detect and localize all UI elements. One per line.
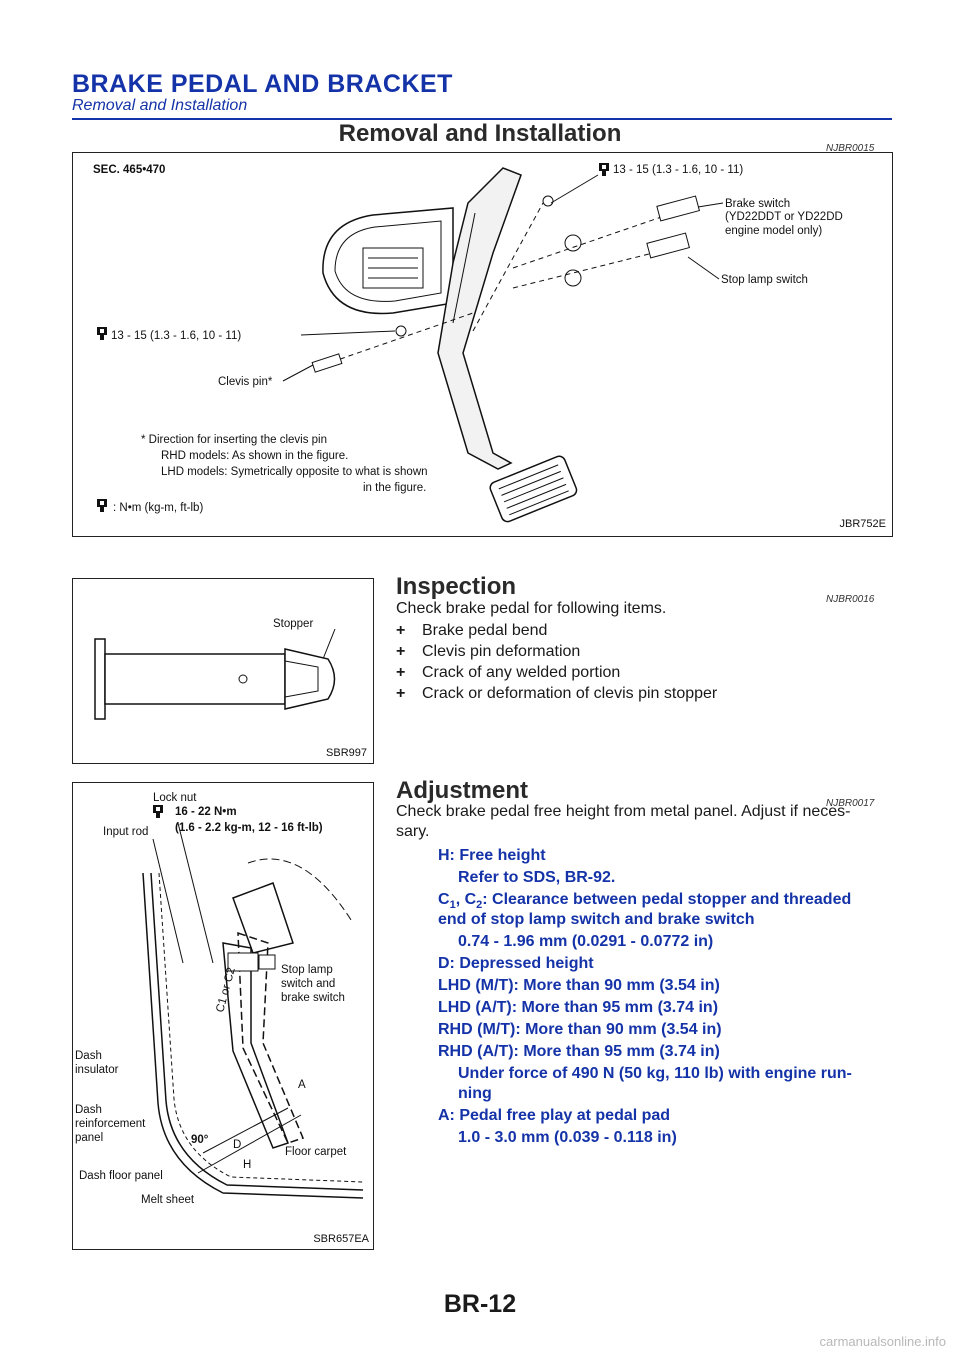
brake-switch-label-3: engine model only): [725, 225, 822, 237]
lock-nut-label: Lock nut: [153, 792, 197, 804]
depressed-row: RHD (M/T): More than 90 mm (3.54 in): [438, 1021, 722, 1038]
stop-lamp-label-1: Stop lamp: [281, 964, 333, 976]
inspection-intro: Check brake pedal for following items.: [396, 600, 667, 617]
torque-icon: [97, 327, 107, 340]
figure-caption: SBR657EA: [313, 1233, 369, 1245]
figure-caption: JBR752E: [839, 518, 886, 530]
removal-code: NJBR0015: [826, 143, 875, 154]
depressed-note-2: ning: [458, 1085, 492, 1102]
stopper-label: Stopper: [273, 618, 313, 630]
adjustment-figure: Lock nut 16 - 22 N•m (1.6 - 2.2 kg-m, 12…: [72, 782, 374, 1250]
depressed-height-label: D: Depressed height: [438, 955, 594, 972]
header-rule: [72, 118, 892, 120]
c1c2-label: C1 or C2: [214, 966, 238, 1014]
torque-left: 13 - 15 (1.3 - 1.6, 10 - 11): [111, 330, 241, 342]
brake-switch-label-2: (YD22DDT or YD22DD: [725, 211, 843, 223]
torque-icon: [97, 499, 107, 512]
a-label: A: [298, 1079, 306, 1091]
melt-sheet-label: Melt sheet: [141, 1194, 195, 1206]
dash-insulator-2: insulator: [75, 1064, 119, 1076]
clearance-label-1: C1, C2: Clearance between pedal stopper …: [438, 891, 852, 912]
free-play-value: 1.0 - 3.0 mm (0.039 - 0.118 in): [458, 1129, 677, 1146]
dash-reinforcement-2: reinforcement: [75, 1118, 146, 1130]
torque-nut: 16 - 22 N•m: [175, 806, 237, 818]
depressed-row: LHD (A/T): More than 95 mm (3.74 in): [438, 999, 719, 1016]
inspection-code: NJBR0016: [826, 594, 875, 605]
watermark: carmanualsonline.info: [819, 1334, 946, 1349]
dash-insulator-1: Dash: [75, 1050, 102, 1062]
dash-reinforcement-1: Dash: [75, 1104, 102, 1116]
pedal-pad: [489, 455, 578, 523]
dash-floor-label: Dash floor panel: [79, 1170, 163, 1182]
inspection-title: Inspection: [396, 573, 517, 600]
figure-caption: SBR997: [326, 747, 367, 759]
angle-label: 90°: [191, 1134, 209, 1146]
adjustment-title: Adjustment: [396, 777, 528, 804]
torque-icon: [153, 805, 163, 818]
note-4: in the figure.: [363, 482, 426, 494]
clevis-pin-label: Clevis pin*: [218, 376, 273, 388]
clevis-pin-drawing: Stopper: [94, 618, 336, 720]
stop-lamp-label: Stop lamp switch: [721, 274, 808, 286]
list-item: +Crack of any welded portion: [396, 664, 621, 681]
free-play-label: A: Pedal free play at pedal pad: [438, 1107, 671, 1124]
floor-carpet-label: Floor carpet: [285, 1146, 347, 1158]
depressed-note-1: Under force of 490 N (50 kg, 110 lb) wit…: [458, 1065, 852, 1082]
pedal-assembly-drawing: SEC. 465•470 13 - 15 (1.3 - 1.6, 10 - 11…: [93, 163, 843, 523]
sec-label: SEC. 465•470: [93, 164, 165, 176]
note-3: LHD models: Symetrically opposite to wha…: [161, 466, 428, 478]
stop-lamp-label-3: brake switch: [281, 992, 345, 1004]
clearance-label-2: end of stop lamp switch and brake switch: [438, 911, 755, 928]
list-item: +Brake pedal bend: [396, 622, 548, 639]
adjustment-intro-2: sary.: [396, 823, 430, 840]
list-item: +Clevis pin deformation: [396, 643, 581, 660]
depressed-row: RHD (A/T): More than 95 mm (3.74 in): [438, 1043, 720, 1060]
inspection-list: +Brake pedal bend +Clevis pin deformatio…: [396, 622, 717, 706]
brake-switch-label-1: Brake switch: [725, 198, 790, 210]
removal-title: Removal and Installation: [338, 120, 622, 147]
header-title: BRAKE PEDAL AND BRACKET: [72, 70, 453, 98]
page-number: BR-12: [443, 1290, 517, 1318]
legend-torque: : N•m (kg-m, ft-lb): [113, 502, 203, 514]
pedal-height-drawing: Lock nut 16 - 22 N•m (1.6 - 2.2 kg-m, 12…: [75, 792, 364, 1206]
torque-nut-2: (1.6 - 2.2 kg-m, 12 - 16 ft-lb): [175, 822, 323, 834]
stop-lamp-label-2: switch and: [281, 978, 335, 990]
list-item: +Crack or deformation of clevis pin stop…: [396, 685, 718, 702]
note-1: * Direction for inserting the clevis pin: [141, 434, 327, 446]
d-label: D: [233, 1139, 241, 1151]
torque-icon: [599, 163, 609, 176]
h-label: H: [243, 1159, 251, 1171]
clearance-value: 0.74 - 1.96 mm (0.0291 - 0.0772 in): [458, 933, 714, 950]
note-2: RHD models: As shown in the figure.: [161, 450, 348, 462]
depressed-row: LHD (M/T): More than 90 mm (3.54 in): [438, 977, 720, 994]
adjustment-code: NJBR0017: [826, 798, 875, 809]
torque-top: 13 - 15 (1.3 - 1.6, 10 - 11): [613, 164, 743, 176]
dash-reinforcement-3: panel: [75, 1132, 103, 1144]
adjustment-intro-1: Check brake pedal free height from metal…: [396, 803, 851, 820]
free-height-value: Refer to SDS, BR-92.: [458, 869, 616, 886]
input-rod-label: Input rod: [103, 826, 148, 838]
free-height-label: H: Free height: [438, 847, 546, 864]
removal-figure: SEC. 465•470 13 - 15 (1.3 - 1.6, 10 - 11…: [72, 152, 893, 537]
header-subtitle: Removal and Installation: [72, 97, 248, 114]
inspection-figure: Stopper SBR997: [72, 578, 374, 764]
